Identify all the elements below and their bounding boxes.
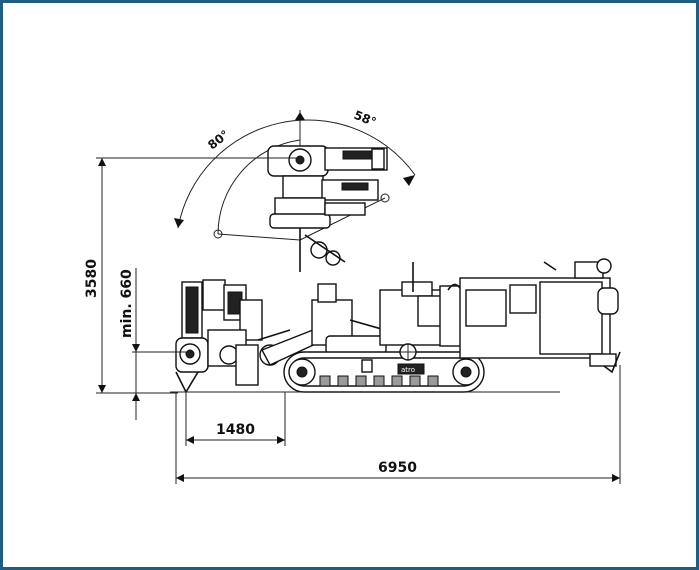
swing-radius-left xyxy=(217,233,301,241)
cutter-head-raised xyxy=(267,145,388,272)
dimension-label-3580: 3580 xyxy=(84,259,100,298)
angle-label-80: 80° xyxy=(205,127,232,152)
dimension-total-height xyxy=(96,157,300,394)
swing-arcs xyxy=(174,110,416,241)
swing-arc-inner xyxy=(217,139,301,235)
dimension-total-length xyxy=(175,365,621,484)
dimension-label-min-660: min. 660 xyxy=(119,269,135,338)
machine-body xyxy=(379,262,463,361)
boom-arm xyxy=(261,283,421,366)
dimension-min-height xyxy=(132,268,186,420)
dimension-label-1480: 1480 xyxy=(216,422,255,438)
arc-arrow-right xyxy=(403,175,415,186)
crawler-track: atro xyxy=(283,351,485,393)
track-panel-label: atro xyxy=(401,366,415,374)
swing-arc-outer xyxy=(177,119,416,229)
pivot-left-marker xyxy=(213,229,223,239)
operator-cab xyxy=(459,258,621,374)
arc-arrow-top xyxy=(295,112,305,120)
cutter-head-front xyxy=(175,279,291,394)
dimension-reach xyxy=(185,392,286,446)
swing-radius-right xyxy=(299,197,386,241)
arc-arrow-left xyxy=(174,218,184,228)
dimension-label-6950: 6950 xyxy=(378,460,417,476)
pivot-right-marker xyxy=(380,193,390,203)
track-panel-label-box xyxy=(397,363,425,375)
angle-label-58: 58° xyxy=(352,108,378,129)
